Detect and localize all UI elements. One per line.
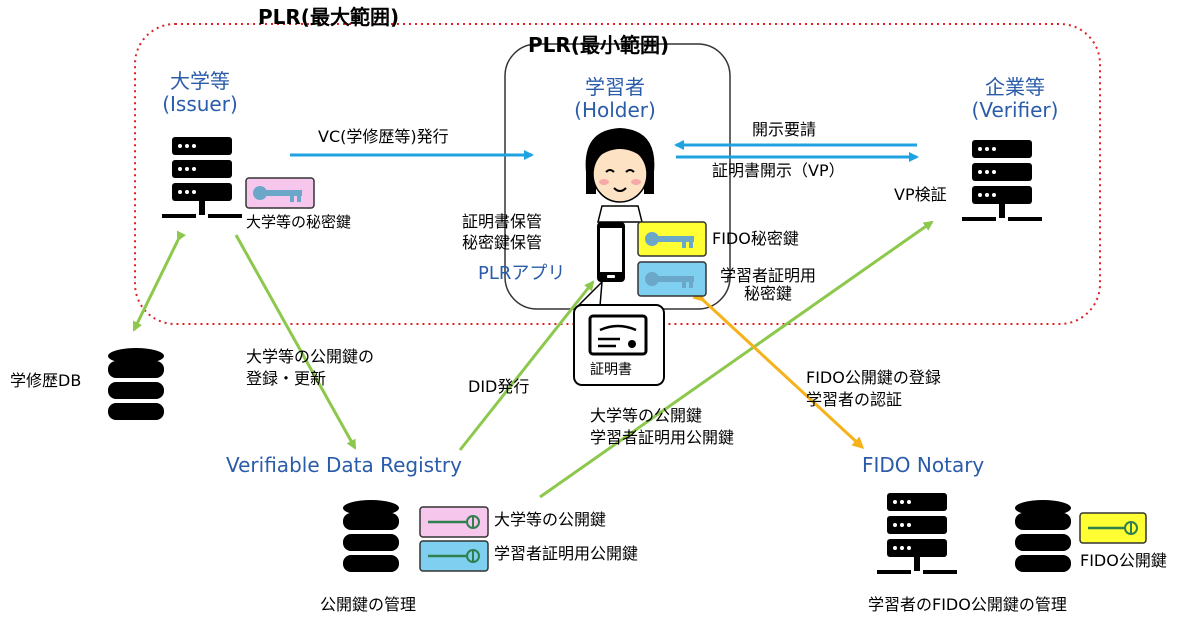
issuer-private-key-label: 大学等の秘密鍵 — [246, 213, 352, 231]
issuer-name: 大学等 — [170, 69, 230, 93]
arrow-fido — [692, 289, 865, 450]
learner-private-key-line2: 秘密鍵 — [743, 284, 792, 304]
issuer-label: 大学等 (Issuer) — [150, 70, 250, 116]
issuer-private-key-icon — [245, 177, 315, 209]
issuer-server-icon — [162, 137, 242, 218]
issuer-public-key-icon — [419, 506, 489, 538]
fido-notary-server-icon — [877, 493, 957, 574]
fido-private-key-icon — [637, 221, 707, 257]
issue-vc-label: VC(学修歴等)発行 — [318, 127, 449, 146]
smartphone-icon — [597, 222, 625, 282]
holder-app-note-1: 証明書保管 — [462, 212, 543, 231]
arrow-issuer-db — [132, 230, 187, 332]
register-issuer-key-line2: 登録・更新 — [246, 368, 327, 388]
verifier-server-icon — [962, 140, 1042, 221]
registry-db-icon — [343, 500, 399, 572]
verifier-label: 企業等 (Verifier) — [955, 76, 1075, 122]
vp-verify-label: VP検証 — [894, 185, 947, 204]
register-issuer-key-line1: 大学等の公開鍵の — [246, 347, 375, 366]
holder-label: 学習者 (Holder) — [560, 76, 670, 122]
learner-private-key-label: 学習者証明用 秘密鍵 — [708, 266, 828, 304]
resolve-keys-line1: 大学等の公開鍵 — [590, 406, 703, 425]
registry-issuer-key-label: 大学等の公開鍵 — [494, 510, 607, 529]
fido-arrow-line2: 学習者の認証 — [806, 389, 903, 409]
fido-private-key-label: FIDO秘密鍵 — [712, 229, 799, 248]
verifier-name: 企業等 — [985, 75, 1045, 99]
fido-arrow-label: FIDO公開鍵の登録 学習者の認証 — [806, 367, 941, 410]
plr-max-title: PLR(最大範囲) — [258, 5, 400, 29]
fido-notary-caption: 学習者のFIDO公開鍵の管理 — [868, 595, 1067, 614]
verifier-role: (Verifier) — [971, 98, 1059, 122]
arrow-did-issue — [458, 280, 595, 451]
holder-app-note-2: 秘密鍵保管 — [462, 232, 543, 252]
issuer-role: (Issuer) — [162, 92, 238, 116]
holder-name: 学習者 — [585, 75, 645, 99]
fido-notary-title: FIDO Notary — [862, 453, 985, 477]
holder-app-notes: 証明書保管 秘密鍵保管 — [462, 212, 542, 254]
fido-db-icon — [1015, 500, 1071, 572]
fido-public-key-icon — [1079, 512, 1147, 544]
plr-max-region — [134, 23, 1101, 325]
did-issue-label: DID発行 — [468, 377, 530, 396]
academic-db-icon — [108, 348, 164, 420]
learner-private-key-line1: 学習者証明用 — [719, 266, 816, 285]
certificate-label: 証明書 — [590, 362, 632, 378]
learner-public-key-icon — [419, 540, 489, 572]
plr-app-label: PLRアプリ — [478, 263, 566, 284]
request-label: 開示要請 — [752, 120, 817, 139]
learner-private-key-icon — [637, 261, 707, 297]
academic-db-label: 学修歴DB — [10, 371, 82, 390]
fido-arrow-line1: FIDO公開鍵の登録 — [806, 368, 941, 387]
registry-learner-key-label: 学習者証明用公開鍵 — [494, 544, 639, 563]
fido-public-key-label: FIDO公開鍵 — [1080, 551, 1167, 570]
register-issuer-key-label: 大学等の公開鍵の 登録・更新 — [246, 346, 374, 389]
resolve-keys-label: 大学等の公開鍵 学習者証明用公開鍵 — [590, 405, 734, 448]
present-label: 証明書開示（VP） — [712, 161, 845, 180]
arrow-register-issuer-key — [234, 234, 357, 450]
certificate-icon — [573, 304, 665, 386]
registry-title: Verifiable Data Registry — [226, 453, 462, 477]
plr-min-title: PLR(最小範囲) — [528, 33, 670, 57]
holder-role: (Holder) — [574, 98, 656, 122]
learner-avatar-icon — [585, 128, 655, 223]
registry-caption: 公開鍵の管理 — [320, 595, 417, 614]
resolve-keys-line2: 学習者証明用公開鍵 — [590, 427, 735, 447]
